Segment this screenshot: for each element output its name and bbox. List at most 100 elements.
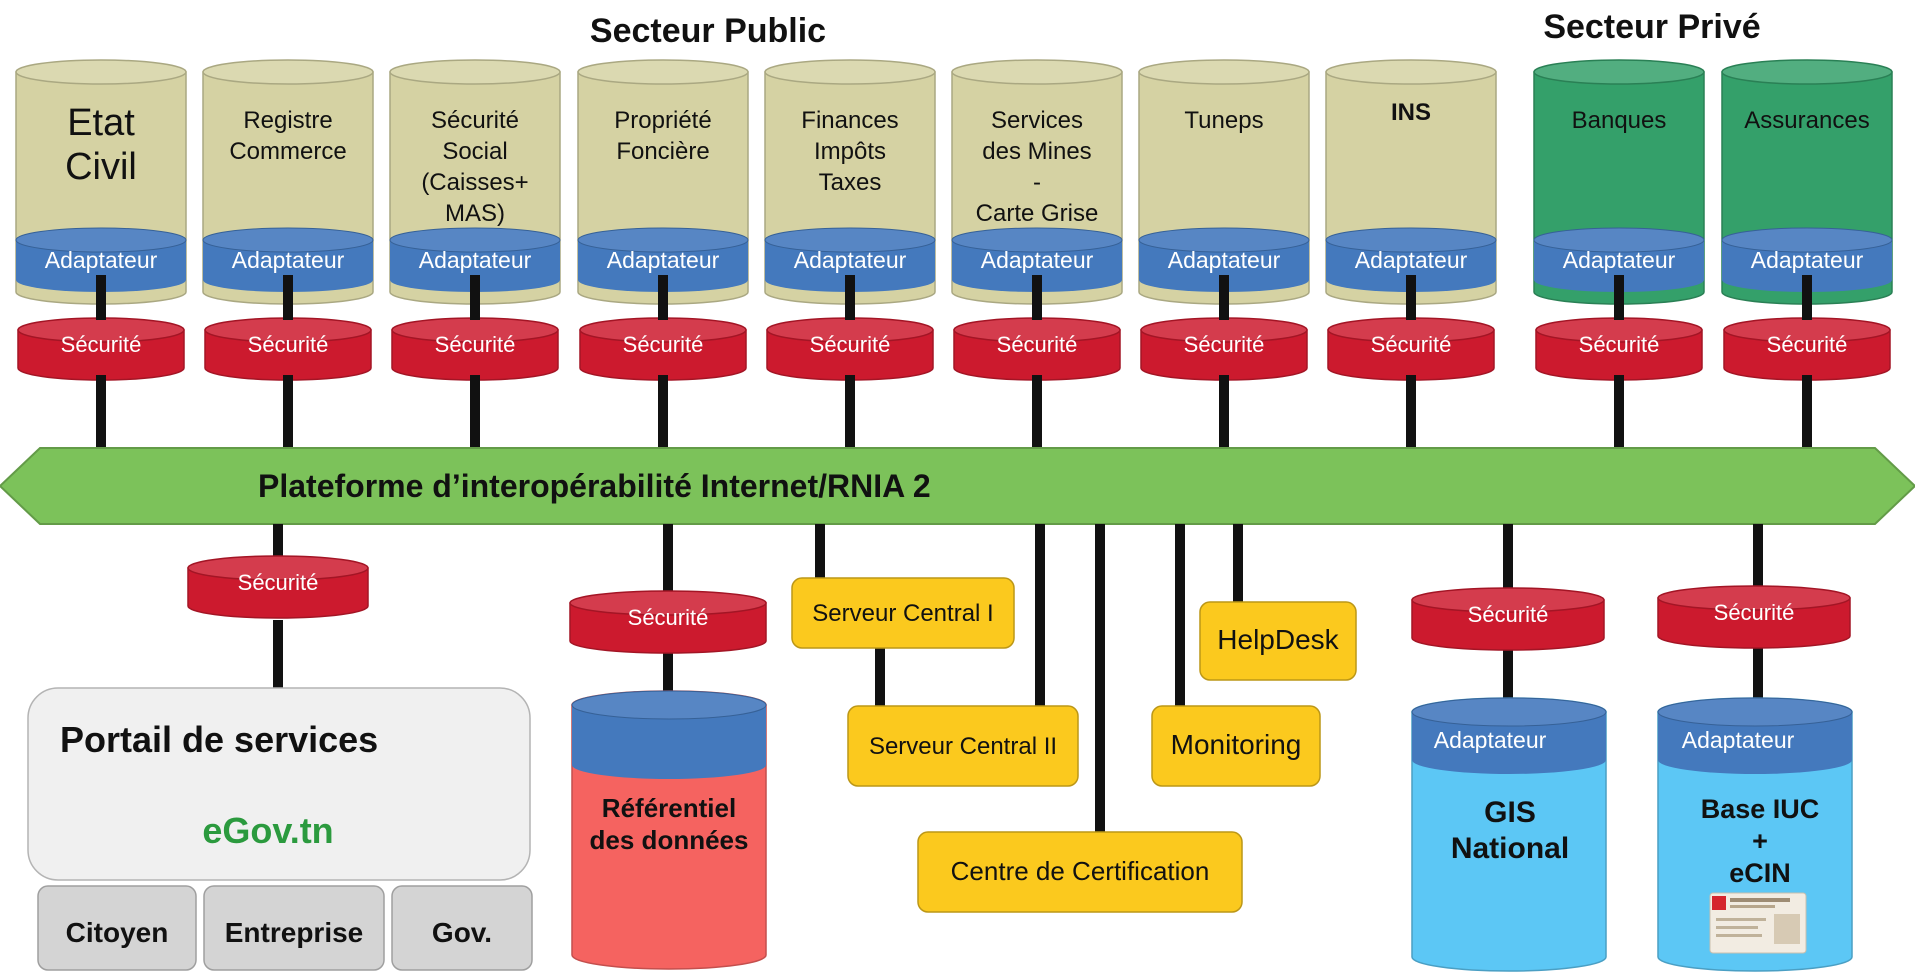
adapter-label: Adaptateur (1751, 247, 1864, 273)
referentiel-label: des données (590, 825, 749, 855)
security-label: Sécurité (997, 332, 1078, 357)
database-label: Carte Grise (976, 200, 1099, 227)
server-certification: Centre de Certification (917, 831, 1243, 913)
portal-tab-box (391, 885, 533, 971)
security-label: Sécurité (1371, 332, 1452, 357)
adapter-label: Adaptateur (1682, 727, 1795, 753)
security-label: Sécurité (1767, 332, 1848, 357)
server-monitoring: Monitoring (1151, 705, 1321, 787)
security-body (569, 590, 767, 654)
id-card-image (1709, 892, 1807, 954)
security-services-mines: Sécurité (953, 317, 1121, 381)
server-helpdesk: HelpDesk (1199, 601, 1357, 681)
security-ins: Sécurité (1327, 317, 1495, 381)
adapter-band: Adaptateur (1138, 227, 1310, 292)
portal-title: Portail de services (60, 719, 378, 760)
security-body (766, 317, 934, 381)
interoperability-platform: Plateforme d’interopérabilité Internet/R… (0, 447, 1915, 525)
database-label: Civil (65, 146, 137, 188)
database-label: Assurances (1744, 107, 1869, 134)
database-label: Propriété (614, 107, 711, 134)
portal-tab-label: Citoyen (66, 917, 169, 948)
header-secteur-prive: Secteur Privé (1543, 8, 1760, 46)
server-box (1151, 705, 1321, 787)
security-base-iuc: Sécurité (1657, 585, 1851, 649)
server-box (917, 831, 1243, 913)
security-portal: Sécurité (187, 555, 369, 619)
security-label: Sécurité (61, 332, 142, 357)
server-label: Serveur Central II (869, 733, 1057, 760)
database-label: Foncière (616, 138, 709, 165)
database-label: Tuneps (1184, 107, 1263, 134)
database-securite-social: AdaptateurSécuritéSocial(Caisses+MAS)Séc… (389, 59, 561, 381)
platform-label: Plateforme d’interopérabilité Internet/R… (258, 468, 931, 504)
security-referentiel: Sécurité (569, 590, 767, 654)
security-securite-social: Sécurité (391, 317, 559, 381)
server-box (791, 577, 1015, 649)
base-iuc-label: Base IUC (1701, 794, 1820, 824)
base-iuc-label: eCIN (1729, 858, 1791, 888)
database-label: Banques (1572, 107, 1667, 134)
server-central2: Serveur Central II (847, 705, 1079, 787)
security-label: Sécurité (248, 332, 329, 357)
security-gis: Sécurité (1411, 587, 1605, 651)
adapter-label: Adaptateur (45, 247, 158, 273)
security-label: Sécurité (435, 332, 516, 357)
portal-tab-box (203, 885, 385, 971)
database-label: Etat (67, 102, 135, 144)
database-label: (Caisses+ (421, 169, 528, 196)
security-label: Sécurité (1184, 332, 1265, 357)
base-iuc-label: + (1752, 826, 1768, 856)
server-label: Centre de Certification (951, 856, 1210, 886)
security-label: Sécurité (628, 605, 709, 630)
database-label: INS (1391, 99, 1431, 126)
gis-label: National (1451, 832, 1569, 865)
security-label: Sécurité (1714, 600, 1795, 625)
adapter-band: Adaptateur (951, 227, 1123, 292)
adapter-label: Adaptateur (1434, 727, 1547, 753)
security-tuneps: Sécurité (1140, 317, 1308, 381)
adapter-band: Adaptateur (764, 227, 936, 292)
database-label: Finances (801, 107, 898, 134)
portal-tab-gov: Gov. (391, 885, 533, 971)
adapter-label: Adaptateur (232, 247, 345, 273)
server-box (847, 705, 1079, 787)
portal-tab-entreprise: Entreprise (203, 885, 385, 971)
security-body (1657, 585, 1851, 649)
database-label: Registre (243, 107, 332, 134)
referentiel-label: Référentiel (602, 793, 736, 823)
security-propriete-fonciere: Sécurité (579, 317, 747, 381)
adapter-label: Adaptateur (981, 247, 1094, 273)
server-label: HelpDesk (1217, 624, 1339, 655)
adapter-band: Adaptateur (15, 227, 187, 292)
security-label: Sécurité (1468, 602, 1549, 627)
portal-tab-label: Entreprise (225, 917, 364, 948)
portal-box (27, 687, 531, 881)
database-label: Impôts (814, 138, 886, 165)
adapter-band: Adaptateur (1325, 227, 1497, 292)
security-label: Sécurité (810, 332, 891, 357)
portal-tab-box (37, 885, 197, 971)
adapter-band: Adaptateur (1533, 227, 1705, 292)
server-central1: Serveur Central I (791, 577, 1015, 649)
database-ins: Adaptateur INS Sécurité (1325, 59, 1497, 381)
security-body (579, 317, 747, 381)
portal-tab-citoyen: Citoyen (37, 885, 197, 971)
security-body (1411, 587, 1605, 651)
security-body (391, 317, 559, 381)
security-assurances: Sécurité (1723, 317, 1891, 381)
header-secteur-public: Secteur Public (590, 12, 826, 50)
platform-arrow (0, 447, 1915, 525)
server-label: Serveur Central I (812, 600, 993, 627)
adapter-band: Adaptateur (1721, 227, 1893, 292)
database-label: Sécurité (431, 107, 519, 134)
